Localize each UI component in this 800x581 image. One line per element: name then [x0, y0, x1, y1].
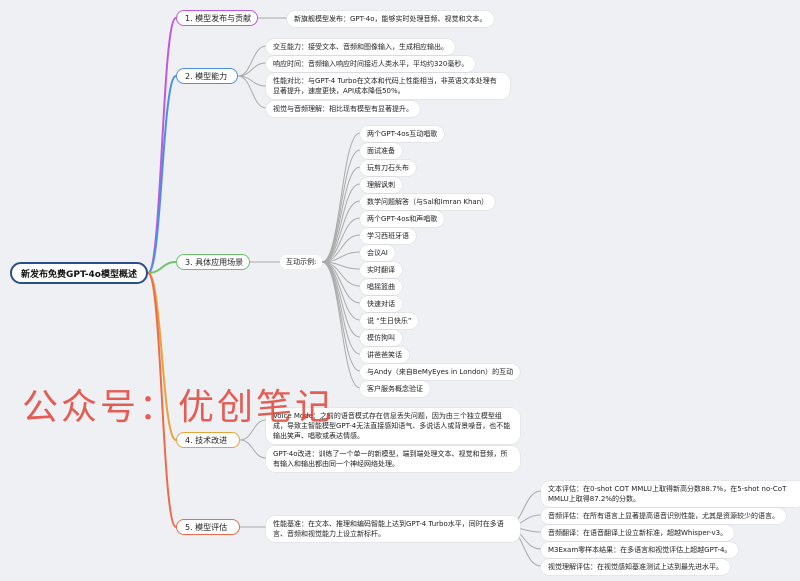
branch-5-node[interactable]: 5. 模型评估 — [176, 519, 240, 535]
example-item[interactable]: 会议AI — [360, 245, 395, 261]
example-item[interactable]: 模仿狗叫 — [360, 330, 402, 346]
example-item[interactable]: 说 “生日快乐” — [360, 313, 419, 329]
example-item[interactable]: 快速对话 — [360, 296, 402, 312]
eval-item[interactable]: 视觉理解评估：在视觉感知基准测试上达到最先进水平。 — [541, 559, 730, 575]
connector — [321, 149, 361, 263]
example-item[interactable]: 玩剪刀石头布 — [360, 160, 416, 176]
example-item[interactable]: 讲爸爸笑话 — [360, 347, 409, 363]
example-item[interactable]: 学习西班牙语 — [360, 228, 416, 244]
watermark-text: 公众号：优创笔记 — [22, 387, 335, 428]
root-node[interactable]: 新发布免费GPT-4o模型概述 — [10, 262, 148, 284]
branch-2-node[interactable]: 2. 模型能力 — [176, 68, 238, 84]
connector — [321, 261, 361, 321]
branch-1-node[interactable]: 1. 模型发布与贡献 — [176, 10, 258, 26]
connector — [321, 261, 361, 372]
branch-2-item[interactable]: 视觉与音频理解：相比现有模型有显著提升。 — [266, 101, 420, 117]
branch-5-sublabel[interactable]: 性能基准：在文本、推理和编码智能上达到GPT-4 Turbo水平，同时在多语言、… — [266, 516, 520, 542]
branch-4-node[interactable]: 4. 技术改进 — [176, 432, 240, 448]
branch-3-sublabel[interactable]: 互动示例: — [280, 255, 323, 269]
connector — [321, 183, 361, 263]
example-item[interactable]: 两个GPT-4os和声唱歌 — [360, 211, 445, 227]
connector — [147, 261, 177, 274]
connector — [239, 439, 267, 459]
branch-2-item[interactable]: 性能对比：与GPT-4 Turbo在文本和代码上性能相当，非英语文本处理有显著提… — [266, 73, 510, 99]
connector — [147, 75, 177, 274]
branch-4-item[interactable]: Voice Mode：之前的语音模式存在信息丢失问题，因为由三个独立模型组成，导… — [266, 408, 520, 444]
eval-item[interactable]: 音频翻译：在语音翻译上设立新标准，超越Whisper-v3。 — [541, 525, 735, 541]
eval-item[interactable]: 文本评估：在0-shot COT MMLU上取得新高分数88.7%，在5-sho… — [541, 481, 800, 507]
branch-3-node[interactable]: 3. 具体应用场景 — [176, 254, 250, 270]
eval-item[interactable]: M3Exam零样本结果：在多语言和视觉评估上超越GPT-4。 — [541, 542, 739, 558]
connector — [321, 261, 361, 355]
connector — [237, 45, 267, 77]
branch-4-item[interactable]: GPT-4o改进：训练了一个单一的新模型，端到端处理文本、视觉和音频，所有输入和… — [266, 446, 520, 472]
example-item[interactable]: 数学问题解答（与Sal和Imran Khan） — [360, 194, 496, 210]
example-item[interactable]: 面试准备 — [360, 143, 402, 159]
branch-2-item[interactable]: 响应时间：音频输入响应时间接近人类水平，平均约320毫秒。 — [266, 56, 476, 72]
connector — [237, 75, 267, 109]
example-item[interactable]: 唱摇篮曲 — [360, 279, 402, 295]
connector — [147, 272, 177, 528]
connector — [237, 62, 267, 77]
example-item[interactable]: 客户服务概念验证 — [360, 381, 430, 397]
eval-item[interactable]: 音频评估：在所有语言上显著提高语音识别性能，尤其是资源较少的语言。 — [541, 508, 786, 524]
branch-2-item[interactable]: 交互能力：接受文本、音频和图像输入，生成相应输出。 — [266, 39, 455, 55]
connector — [321, 261, 361, 304]
connector — [321, 132, 361, 263]
connector — [147, 17, 177, 274]
example-item[interactable]: 与Andy（来自BeMyEyes in London）的互动 — [360, 364, 521, 380]
example-item[interactable]: 理解讽刺 — [360, 177, 402, 193]
connector — [321, 261, 361, 389]
connector — [239, 419, 267, 441]
connector — [321, 166, 361, 263]
example-item[interactable]: 两个GPT-4os互动唱歌 — [360, 126, 445, 142]
branch-1-item[interactable]: 新旗舰模型发布：GPT-4o，能够实时处理音频、视觉和文本。 — [287, 11, 494, 27]
example-item[interactable]: 实时翻译 — [360, 262, 402, 278]
